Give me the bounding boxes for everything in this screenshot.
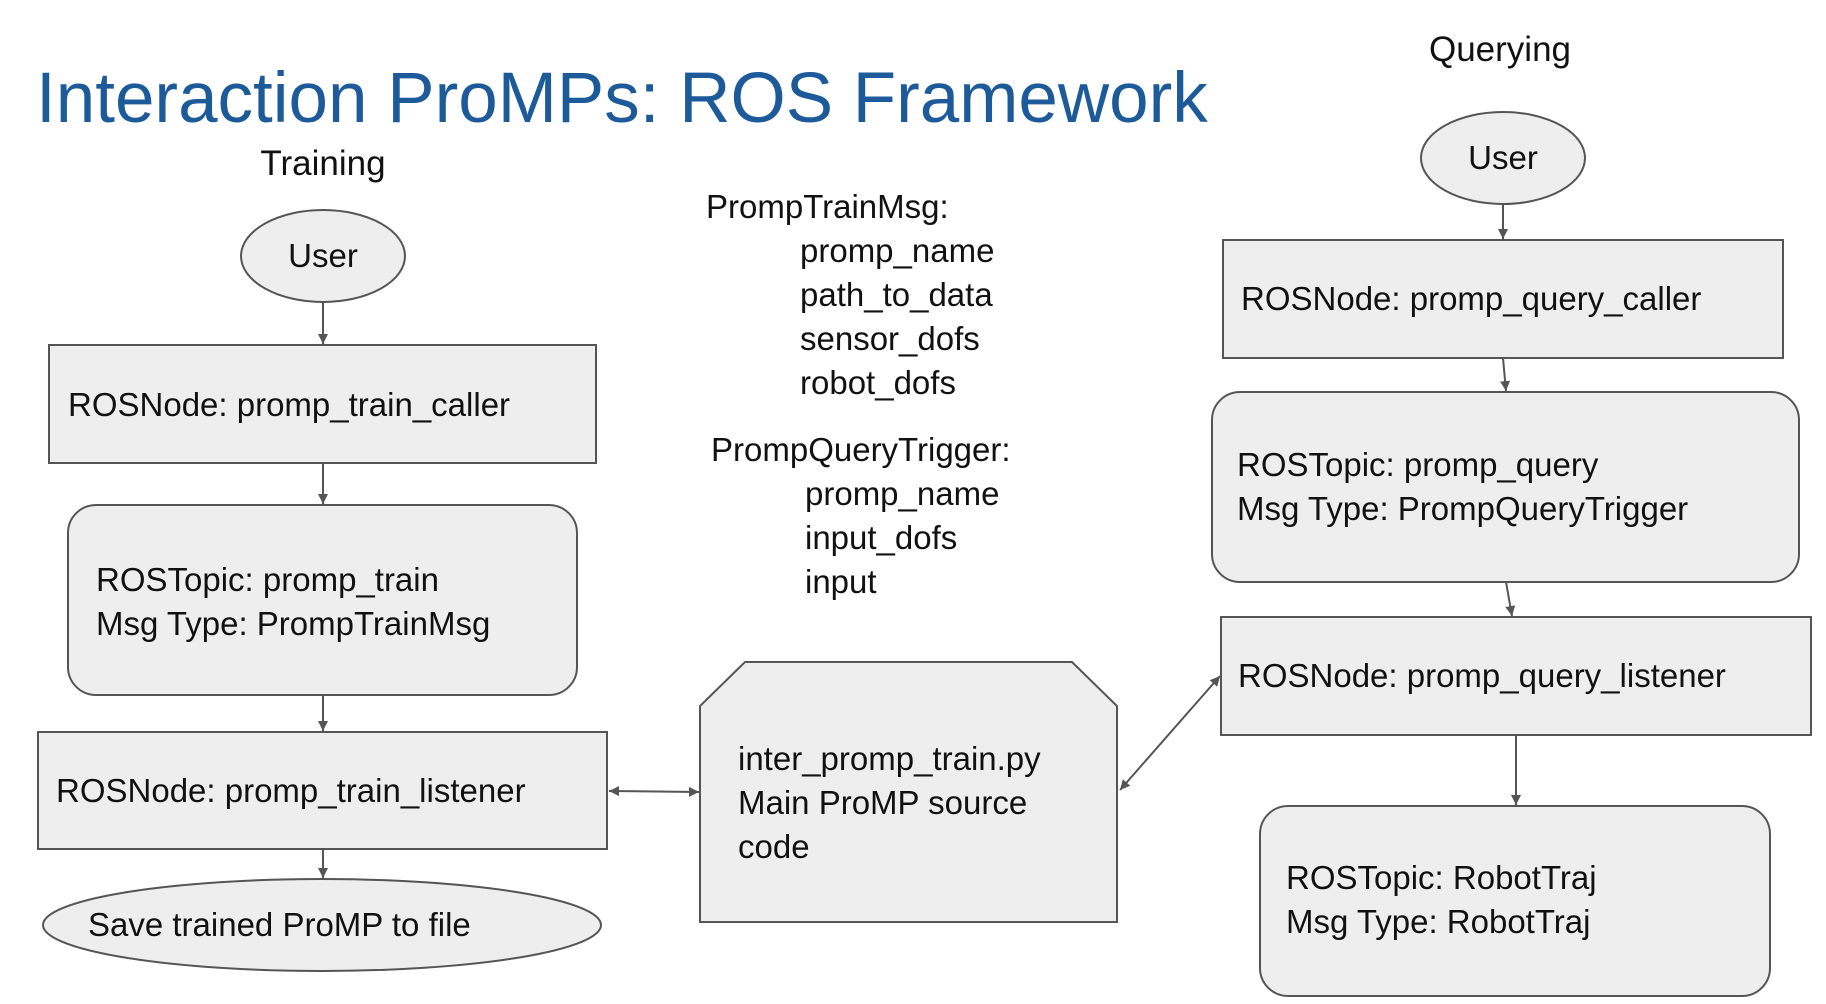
- arrow-source-query-listener-bidirectional: [1119, 675, 1221, 791]
- training-topic-name: ROSTopic: promp_train: [96, 561, 439, 598]
- train-msg-definition: PrompTrainMsg: promp_name path_to_data s…: [706, 185, 994, 405]
- query-msg-field: input: [805, 563, 877, 600]
- querying-heading: Querying: [1428, 30, 1572, 69]
- save-file-label: Save trained ProMP to file: [88, 906, 471, 943]
- training-topic-label: ROSTopic: promp_train Msg Type: PrompTra…: [96, 558, 490, 646]
- robot-traj-topic-node: [1259, 805, 1771, 997]
- query-msg-field: input_dofs: [805, 519, 958, 556]
- querying-listener-node: [1220, 616, 1812, 736]
- arrow-querying-caller-to-topic: [1500, 357, 1511, 392]
- robot-traj-topic-name: ROSTopic: RobotTraj: [1286, 859, 1597, 896]
- training-listener-label: ROSNode: promp_train_listener: [56, 772, 526, 809]
- robot-traj-topic-label: ROSTopic: RobotTraj Msg Type: RobotTraj: [1286, 856, 1597, 944]
- query-msg-name: PrompQueryTrigger:: [711, 431, 1011, 468]
- querying-topic-label: ROSTopic: promp_query Msg Type: PrompQue…: [1237, 443, 1688, 531]
- train-msg-field: path_to_data: [800, 276, 993, 313]
- querying-topic-name: ROSTopic: promp_query: [1237, 446, 1599, 483]
- source-description-continued: code: [738, 828, 810, 865]
- train-msg-field: promp_name: [800, 232, 995, 269]
- training-user-label: User: [288, 237, 358, 274]
- train-msg-field: robot_dofs: [800, 364, 956, 401]
- querying-caller-label: ROSNode: promp_query_caller: [1241, 280, 1702, 317]
- source-code-label: inter_promp_train.py Main ProMP source c…: [738, 737, 1041, 869]
- training-listener-node: [37, 731, 608, 850]
- query-msg-field: promp_name: [805, 475, 1000, 512]
- source-description: Main ProMP source: [738, 784, 1028, 821]
- querying-topic-msg-type: Msg Type: PrompQueryTrigger: [1237, 490, 1689, 527]
- train-msg-name: PrompTrainMsg:: [706, 188, 949, 225]
- page-title: Interaction ProMPs: ROS Framework: [36, 59, 1208, 138]
- querying-user-label: User: [1468, 139, 1538, 176]
- arrow-listener-source-bidirectional: [608, 786, 700, 797]
- robot-traj-msg-type: Msg Type: RobotTraj: [1286, 903, 1591, 940]
- arrow-querying-topic-to-listener: [1505, 581, 1516, 617]
- save-file-node: [42, 878, 602, 972]
- source-code-node: [699, 661, 1118, 923]
- training-caller-label: ROSNode: promp_train_caller: [68, 386, 511, 423]
- training-topic-msg-type: Msg Type: PrompTrainMsg: [96, 605, 491, 642]
- query-msg-definition: PrompQueryTrigger: promp_name input_dofs…: [711, 428, 1011, 604]
- querying-topic-node: [1211, 391, 1800, 583]
- train-msg-field: sensor_dofs: [800, 320, 980, 357]
- querying-caller-node: [1222, 239, 1784, 359]
- training-caller-node: [48, 344, 597, 464]
- source-file-name: inter_promp_train.py: [738, 740, 1041, 777]
- querying-listener-label: ROSNode: promp_query_listener: [1238, 657, 1726, 694]
- training-heading: Training: [260, 144, 386, 183]
